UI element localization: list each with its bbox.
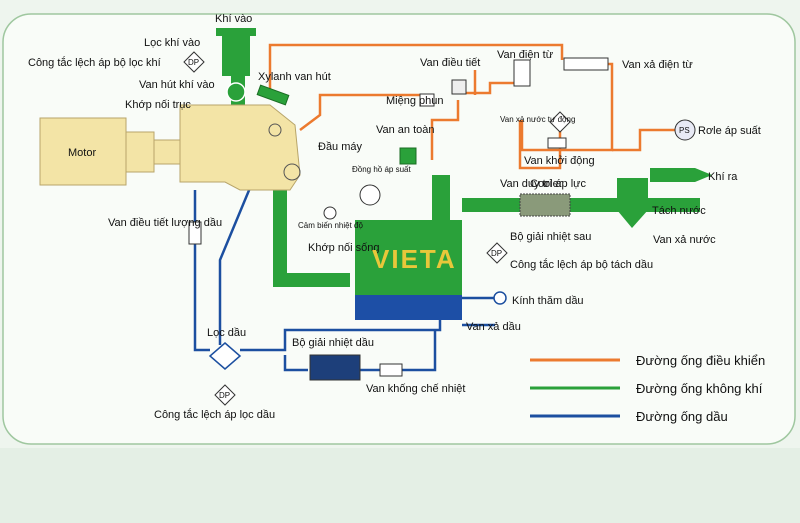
coupling (153, 139, 181, 165)
start-valve-icon (547, 137, 567, 149)
water-separator-icon (617, 178, 648, 228)
separator-tank-oil (355, 295, 462, 320)
label-kinh-tham-dau: Kính thăm dầu (512, 295, 584, 307)
pressure-relay-icon (674, 119, 696, 141)
separator-outlet (432, 175, 450, 223)
oil-port-icon (268, 123, 282, 137)
legend-label: Đường ống dầu (636, 409, 728, 424)
intake-valve-icon (226, 82, 246, 102)
motor-body (39, 117, 127, 186)
pressure-gauge-icon (359, 184, 381, 206)
label-dong-ho-ap-suat: Đồng hồ áp suất (352, 165, 411, 174)
label-loc-khi-vao: Lọc khí vào (144, 37, 200, 49)
separator-tank-air (355, 220, 462, 295)
label-tach-nuoc: Tách nước (652, 205, 706, 217)
watermark: VIETA (372, 244, 457, 274)
label-cong-tac-lech-ap-loc-dau: Công tắc lệch áp lọc dầu (154, 408, 275, 421)
regulating-valve-icon (451, 79, 467, 95)
label-cam-bien-nhiet-do: Cảm biến nhiệt độ (298, 221, 363, 230)
control-lines (268, 43, 690, 170)
label-van-dien-tu: Van điện từ (497, 49, 554, 61)
suction-cylinder (256, 84, 290, 106)
dp-oil-filter-icon (214, 384, 236, 406)
label-cooler: Cooler (530, 178, 563, 190)
air-filter-cap (216, 28, 256, 36)
label-khop-noi-song: Khớp nối sống (308, 242, 379, 254)
label-van-dieu-tiet: Van điều tiết (420, 57, 480, 69)
label-xylanh-van-hut: Xylanh van hút (258, 71, 331, 83)
air-out-arrow (695, 168, 712, 182)
air-end (179, 104, 301, 191)
air-end-port-icon (283, 163, 301, 181)
oil-regulating-valve-icon (188, 221, 202, 245)
label-cong-tac-lech-ap-bo-tach-dau: Công tắc lệch áp bộ tách dầu (510, 258, 653, 271)
label-van-dieu-tiet-luong-dau: Van điều tiết lượng dầu (108, 217, 222, 229)
label-van-khoi-dong: Van khởi động (524, 155, 595, 167)
aftercooler-icon (519, 193, 571, 217)
label-ps: PS (679, 126, 690, 135)
label-van-an-toan: Van an toàn (376, 124, 435, 136)
safety-valve-icon (399, 147, 417, 165)
label-dau-may: Đầu máy (318, 141, 363, 153)
label-van-xa-nuoc-tu-dong: Van xả nước tự động (500, 115, 575, 124)
label-van-xa-nuoc: Van xả nước (653, 234, 716, 246)
legend-label: Đường ống điều khiển (636, 353, 765, 368)
solenoid-valve-icon (513, 59, 531, 87)
bottom-band (0, 448, 800, 523)
label-khop-noi-truc: Khớp nối trục (125, 99, 191, 111)
label-bo-giai-nhiet-dau: Bộ giải nhiệt dầu (292, 337, 374, 349)
label-van-xa-dau: Van xả dầu (466, 321, 521, 333)
dp-air-filter-icon (183, 51, 205, 73)
label-van-hut-khi-vao: Van hút khí vào (139, 79, 215, 91)
label-dp-air: DP (188, 58, 199, 67)
label-role-ap-suat: Rơle áp suất (698, 125, 761, 137)
legend-label: Đường ống không khí (636, 381, 763, 396)
label-khi-vao: Khí vào (215, 13, 252, 25)
temperature-sensor-icon (323, 206, 337, 220)
label-van-khong-che-nhiet: Van khống chế nhiệt (366, 383, 465, 395)
nozzle-icon (419, 93, 435, 107)
label-khi-ra: Khí ra (708, 171, 738, 183)
blowdown-solenoid-icon (563, 57, 609, 71)
label-motor: Motor (68, 147, 96, 159)
label-dp-separator: DP (491, 249, 502, 258)
dp-separator-icon (486, 242, 508, 264)
label-mieng-phun: Miệng phun (386, 95, 444, 107)
oil-cooler-icon (309, 354, 361, 381)
air-filter-body (222, 32, 250, 76)
oil-sight-glass-icon (493, 291, 507, 305)
label-van-xa-dien-tu: Van xả điện từ (622, 59, 693, 71)
label-dp-oil: DP (219, 391, 230, 400)
label-van-duy-tri-ap-luc: Van duy trì áp lực (500, 178, 587, 190)
label-cong-tac-lech-ap-bo-loc-khi: Công tắc lệch áp bộ lọc khí (28, 56, 161, 69)
auto-drain-icon (549, 111, 571, 133)
motor-shaft (125, 131, 155, 173)
label-loc-dau: Lọc dầu (207, 327, 246, 339)
label-bo-giai-nhiet-sau: Bộ giải nhiệt sau (510, 231, 591, 243)
oil-filter-icon (208, 342, 242, 370)
thermostatic-valve-icon (379, 363, 403, 377)
